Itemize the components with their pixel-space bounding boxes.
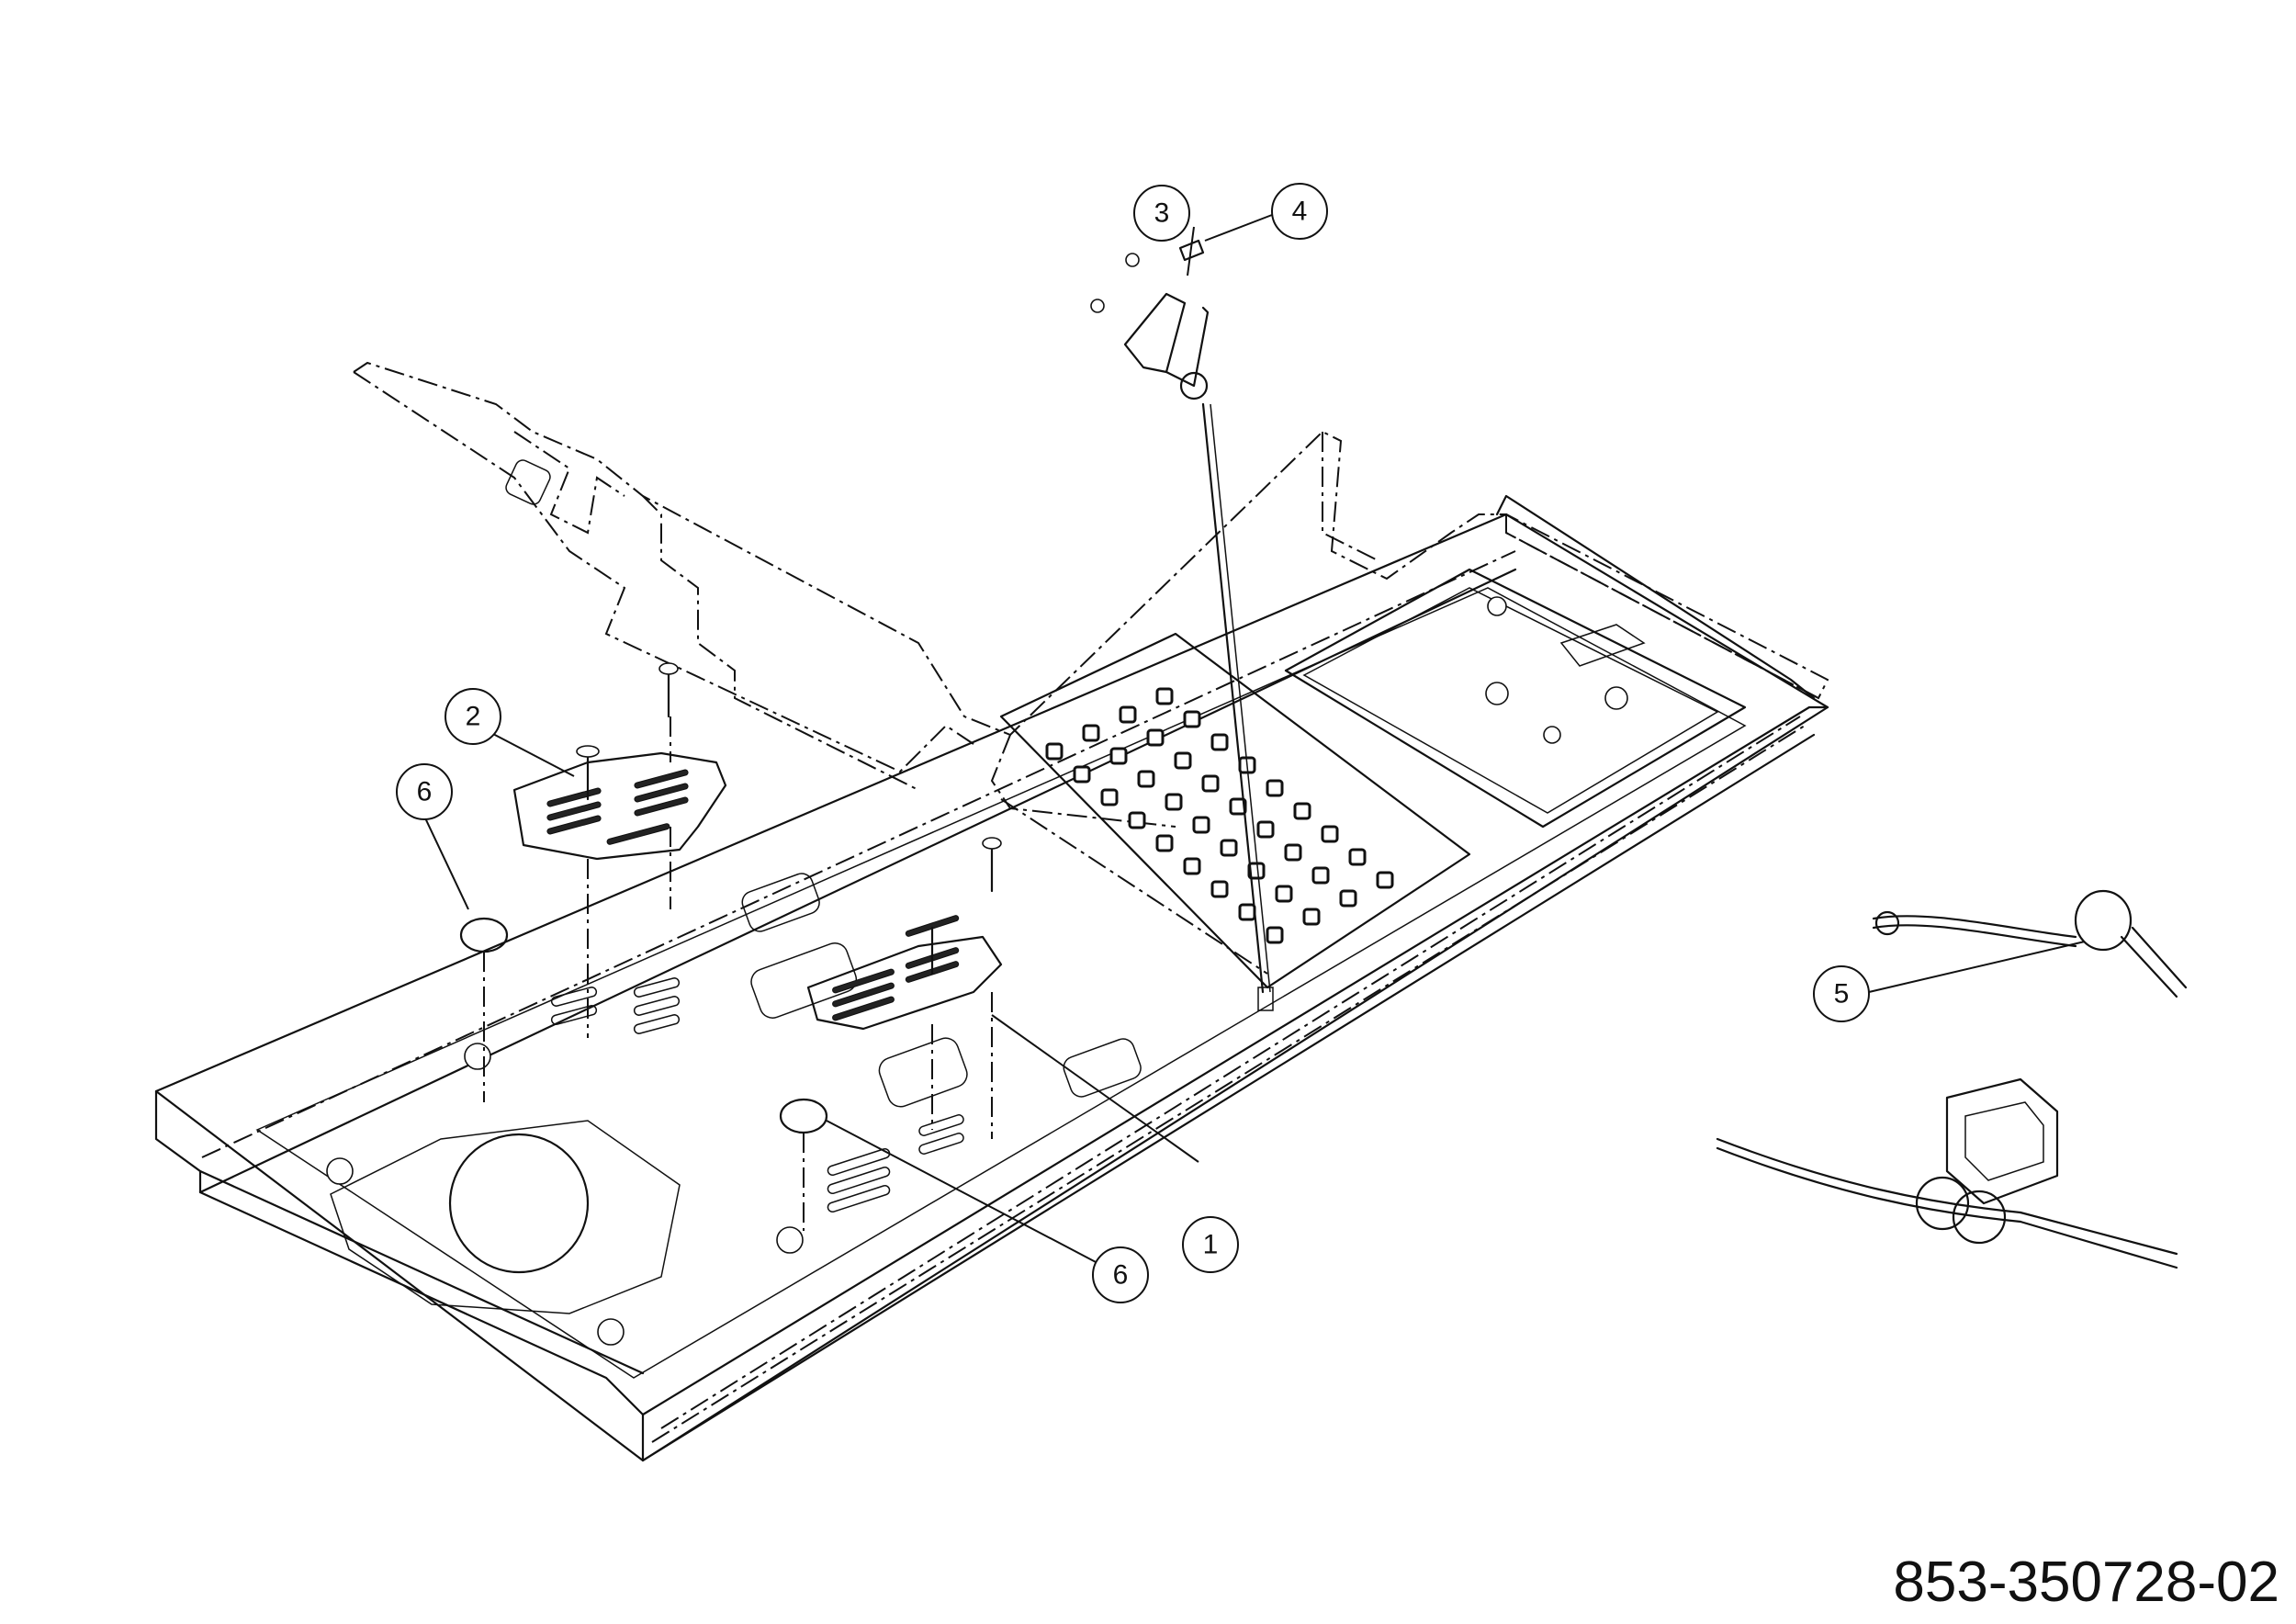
callout-6a-label: 6 xyxy=(417,777,433,807)
callout-1-label: 1 xyxy=(1203,1230,1219,1260)
rear-tray xyxy=(1284,568,1747,829)
main-frame xyxy=(154,494,1829,1462)
plug-left xyxy=(459,917,509,1102)
left-foot-plate xyxy=(512,662,727,1038)
callout-2-label: 2 xyxy=(466,702,481,732)
callout-6b-label: 6 xyxy=(1113,1260,1129,1291)
right-foot-plate xyxy=(806,837,1003,1139)
callout-leaders xyxy=(420,214,2086,1264)
callout-3-label: 3 xyxy=(1154,198,1170,229)
callout-4: 4 xyxy=(1271,183,1328,240)
seat-switch-assembly xyxy=(1090,239,1274,1011)
callout-5-label: 5 xyxy=(1834,979,1850,1009)
left-floor-slots xyxy=(550,977,681,1034)
plug-right xyxy=(779,1098,828,1231)
harness-detail xyxy=(1716,889,2188,1269)
rear-plate xyxy=(999,632,1471,989)
callout-3: 3 xyxy=(1133,185,1190,242)
callout-4-label: 4 xyxy=(1292,197,1308,227)
right-floor-slots xyxy=(827,1114,964,1213)
callout-5: 5 xyxy=(1813,965,1870,1022)
callout-6a: 6 xyxy=(396,763,453,820)
drawing-number: 853-350728-02 xyxy=(1893,1551,2279,1614)
callout-2: 2 xyxy=(445,688,501,745)
callout-6b: 6 xyxy=(1092,1246,1149,1303)
upper-cross-frame xyxy=(353,361,1829,828)
callout-1: 1 xyxy=(1182,1216,1239,1273)
floor-details xyxy=(326,873,1142,1346)
square-grid xyxy=(1045,687,1394,944)
